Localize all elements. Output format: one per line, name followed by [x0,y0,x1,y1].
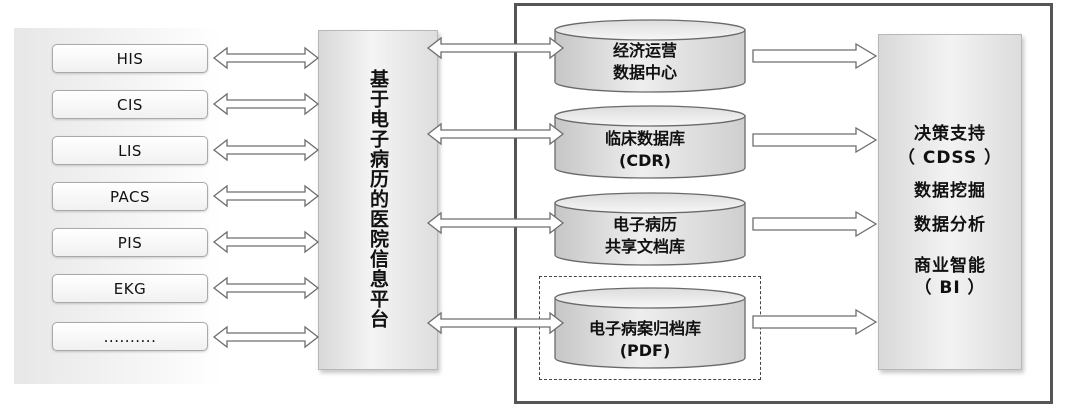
decision-line-4: 数据分析 [914,215,986,235]
system-more: .......... [52,322,208,351]
db-emr-share-line1: 电子病历 [612,215,677,234]
platform-database-arrow-2 [426,122,565,146]
cylinder-body [554,29,746,93]
decision-line-5: 商业智能 [914,256,986,276]
system-lis: LIS [52,136,208,165]
data-center-frame [514,3,1053,404]
decision-line-1: 决策支持 [914,124,986,144]
platform-database-arrow-4 [426,311,565,335]
system-platform-arrow-3 [212,138,320,162]
system-pacs: PACS [52,182,208,211]
system-platform-arrow-5 [212,230,320,254]
decision-line-6: （ BI ） [914,278,986,298]
db-cdr-line2: (CDR) [619,151,671,170]
decision-line-3: 数据挖掘 [914,181,986,201]
hospital-information-platform: 基于电子病历的医院信息平台 [318,30,438,370]
cylinder-body [554,202,746,266]
db-archive-line1: 电子病案归档库 [588,319,701,338]
cylinder-top [554,105,746,127]
database-cylinder-2 [554,105,746,179]
system-platform-arrow-6 [212,276,320,300]
database-cylinder-1 [554,19,746,93]
system-cis: CIS [52,90,208,119]
database-decision-arrow-3 [752,210,878,238]
platform-label: 基于电子病历的医院信息平台 [367,69,389,329]
db-economic-line1: 经济运营 [612,41,677,60]
cylinder-body [554,115,746,179]
source-systems-panel: HIS CIS LIS PACS PIS EKG .......... [14,28,222,384]
platform-database-arrow-3 [426,211,565,235]
db-cdr-line1: 临床数据库 [604,129,685,148]
cylinder-body [554,297,746,369]
platform-database-arrow-1 [426,36,565,60]
db-emr-share-line2: 共享文档库 [604,237,685,256]
db-archive-label: 电子病案归档库 (PDF) [550,318,740,362]
system-ekg: EKG [52,274,208,303]
cylinder-top [554,19,746,41]
database-decision-arrow-1 [752,42,878,70]
cylinder-top [554,192,746,214]
system-platform-arrow-4 [212,184,320,208]
db-emr-share-label: 电子病历 共享文档库 [550,214,740,258]
db-archive-line2: (PDF) [619,341,671,360]
db-economic-label: 经济运营 数据中心 [550,40,740,84]
database-decision-arrow-2 [752,126,878,154]
cylinder-top [554,287,746,309]
database-cylinder-4 [554,287,746,369]
system-his: HIS [52,44,208,73]
db-economic-line2: 数据中心 [612,63,677,82]
decision-support-panel: 决策支持 （ CDSS ） 数据挖掘 数据分析 商业智能 （ BI ） [878,34,1022,370]
database-decision-arrow-4 [752,308,878,336]
system-platform-arrow-7 [212,325,320,349]
system-platform-arrow-2 [212,92,320,116]
db-cdr-label: 临床数据库 (CDR) [550,128,740,172]
system-pis: PIS [52,228,208,257]
system-platform-arrow-1 [212,46,320,70]
decision-line-2: （ CDSS ） [897,148,1003,168]
database-cylinder-3 [554,192,746,266]
